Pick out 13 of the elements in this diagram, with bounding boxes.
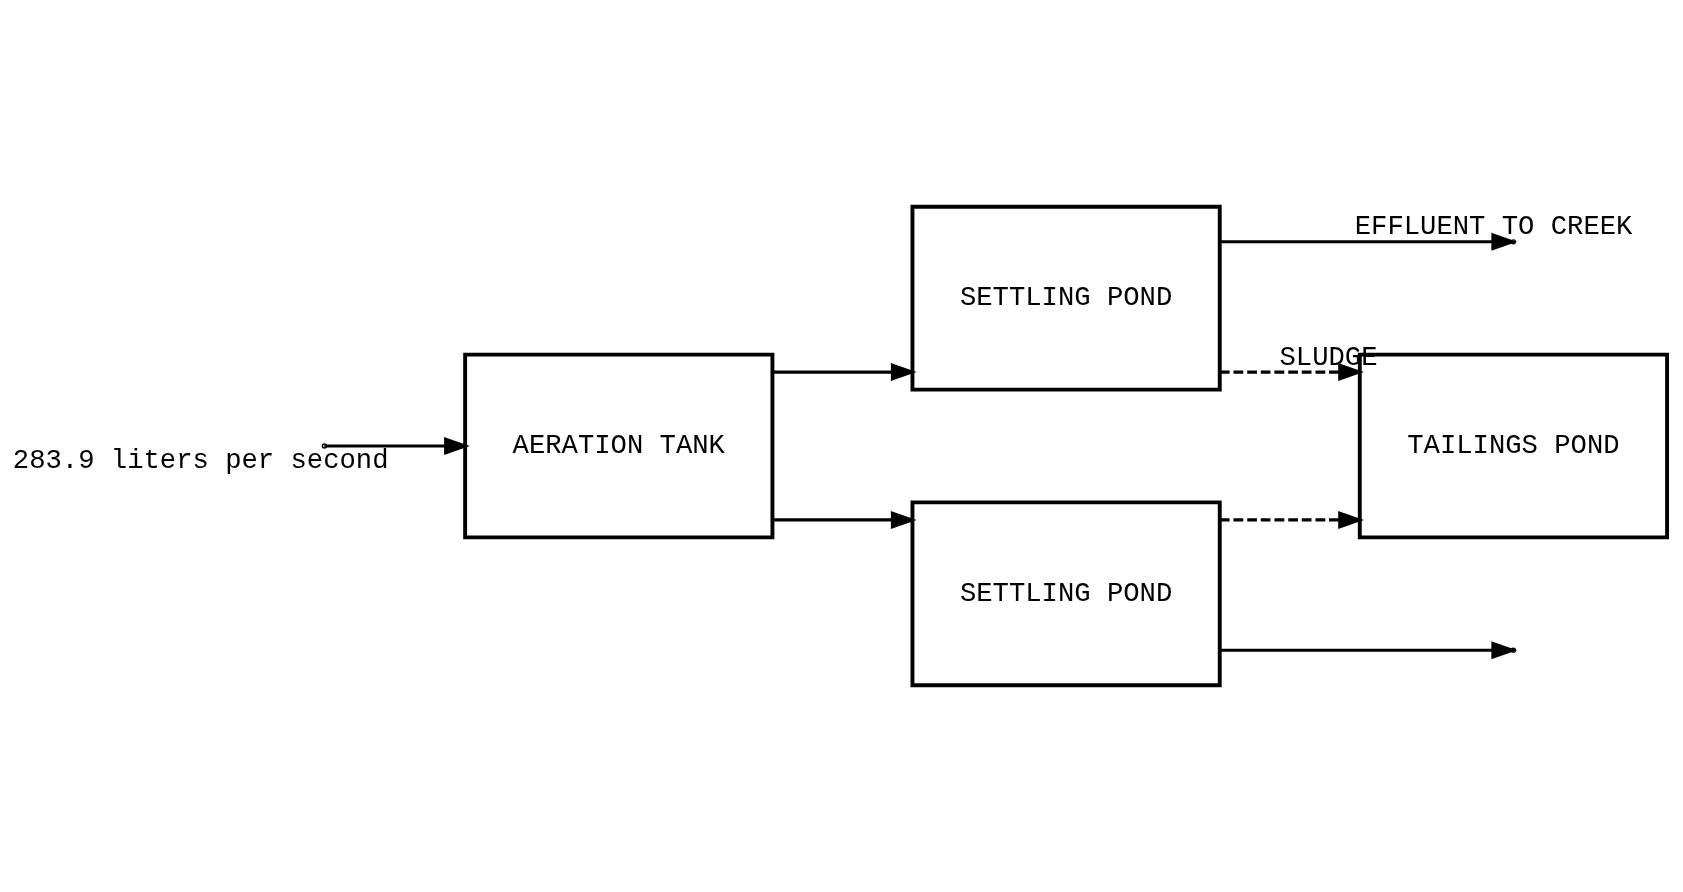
node-box: SETTLING POND <box>910 500 1222 688</box>
arrow <box>1220 510 1364 529</box>
edge-label: EFFLUENT TO CREEK <box>1354 211 1633 243</box>
arrow <box>1220 363 1364 382</box>
arrow <box>772 363 917 382</box>
edge-label: 283.9 liters per second <box>12 444 389 476</box>
arrow <box>325 437 470 455</box>
edge-label: SLUDGE <box>1279 341 1378 373</box>
arrow <box>772 510 917 529</box>
arrow <box>1220 232 1518 251</box>
arrow <box>1220 641 1518 660</box>
node-box: AERATION TANK <box>463 352 775 540</box>
node-box: SETTLING POND <box>910 204 1222 392</box>
